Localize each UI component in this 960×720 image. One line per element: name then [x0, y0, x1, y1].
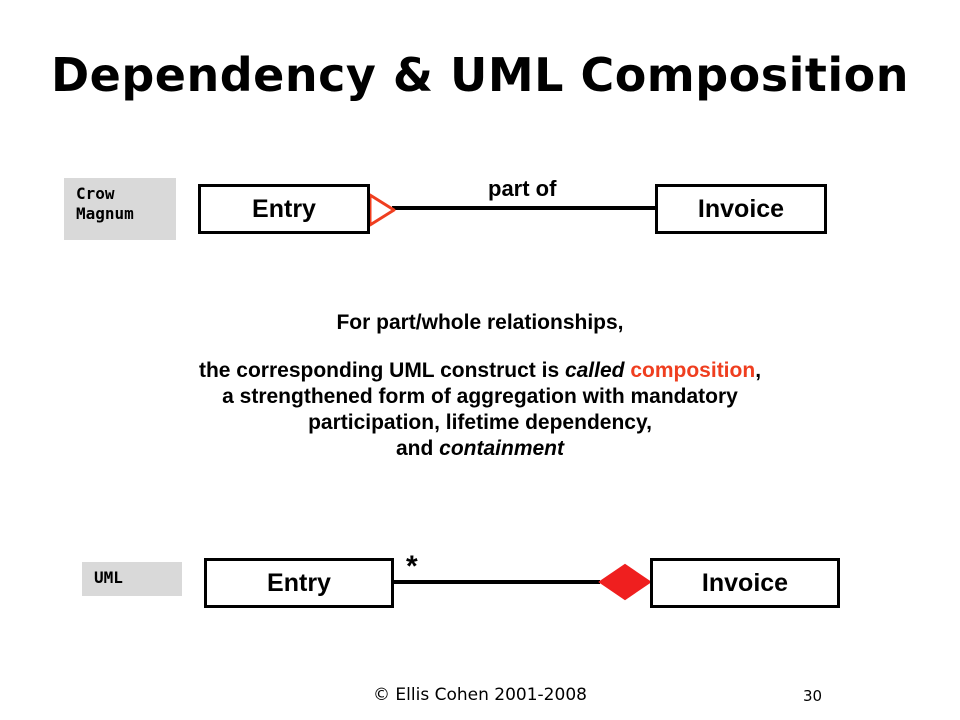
- composition-diamond-icon: [598, 563, 652, 601]
- multiplicity-label: *: [406, 550, 418, 583]
- class-label: Entry: [267, 568, 331, 597]
- relationship-label: part of: [488, 176, 557, 201]
- uml-notation-tag: UML: [82, 562, 182, 596]
- invoice-class-box: Invoice: [650, 558, 840, 608]
- emphasis-called: called: [564, 359, 625, 382]
- crow-magnum-notation-tag: Crow Magnum: [64, 178, 176, 240]
- notation-label-line2: Magnum: [76, 204, 134, 223]
- entity-label: Entry: [252, 194, 316, 223]
- page-title: Dependency & UML Composition: [50, 48, 910, 102]
- description-intro: For part/whole relationships,: [336, 311, 624, 334]
- description-line: and containment: [395, 437, 564, 460]
- page-number: 30: [803, 687, 823, 705]
- emphasis-containment: containment: [439, 437, 564, 460]
- copyright-footer: © Ellis Cohen 2001-2008: [373, 685, 587, 705]
- description-line: participation, lifetime dependency,: [308, 411, 652, 434]
- entry-entity-box: Entry: [198, 184, 370, 234]
- part-of-triangle-icon: [368, 193, 396, 227]
- entry-class-box: Entry: [204, 558, 394, 608]
- description-body: the corresponding UML construct is calle…: [0, 358, 960, 462]
- notation-label-line1: Crow: [76, 184, 115, 203]
- description-line: the corresponding UML construct is calle…: [198, 359, 762, 382]
- invoice-entity-box: Invoice: [655, 184, 827, 234]
- class-label: Invoice: [701, 568, 789, 597]
- description-line: a strengthened form of aggregation with …: [222, 385, 738, 408]
- entity-label: Invoice: [697, 194, 785, 223]
- term-composition: composition: [630, 359, 756, 382]
